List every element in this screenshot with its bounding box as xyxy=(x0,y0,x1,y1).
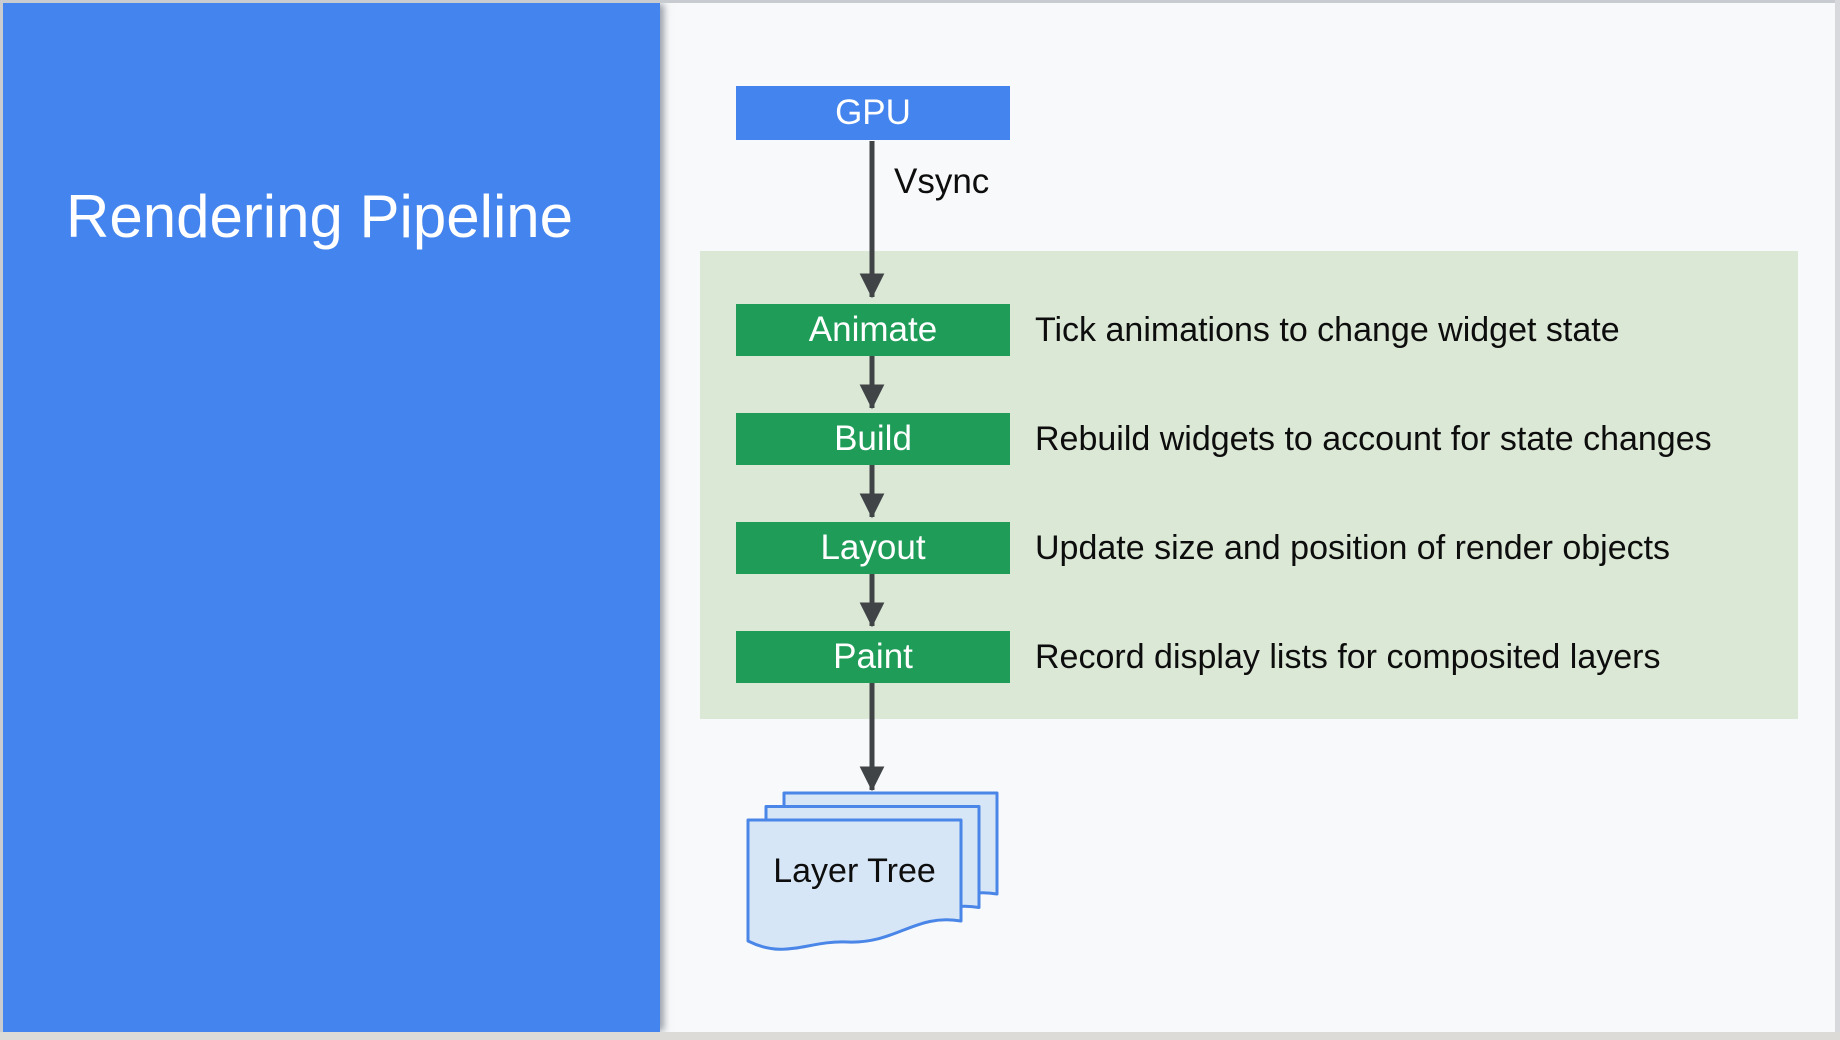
layout-node: Layout xyxy=(736,522,1010,574)
title-panel: Rendering Pipeline xyxy=(3,3,660,1032)
gpu-node-label: GPU xyxy=(835,93,911,132)
layer-tree-label: Layer Tree xyxy=(773,851,936,890)
animate-node-label: Animate xyxy=(808,310,938,349)
layout-node-label: Layout xyxy=(820,528,926,567)
layer-tree-stack-icon xyxy=(746,791,999,951)
paint-description: Record display lists for composited laye… xyxy=(1035,637,1661,676)
frame-edge-top xyxy=(0,0,1840,3)
build-node: Build xyxy=(736,413,1010,465)
layout-description: Update size and position of render objec… xyxy=(1035,528,1671,567)
frame-edge-left xyxy=(0,0,3,1040)
gpu-node: GPU xyxy=(736,86,1010,140)
animate-description: Tick animations to change widget state xyxy=(1035,310,1620,349)
frame-edge-bottom xyxy=(0,1032,1840,1040)
slide-title: Rendering Pipeline xyxy=(66,183,574,250)
build-description: Rebuild widgets to account for state cha… xyxy=(1035,419,1712,458)
paint-node-label: Paint xyxy=(833,637,913,676)
frame-edge-right xyxy=(1835,0,1840,1040)
build-node-label: Build xyxy=(834,419,912,458)
animate-node: Animate xyxy=(736,304,1010,356)
vsync-edge-label: Vsync xyxy=(894,162,990,201)
paint-node: Paint xyxy=(736,631,1010,683)
layer-tree-page-front xyxy=(746,818,963,951)
